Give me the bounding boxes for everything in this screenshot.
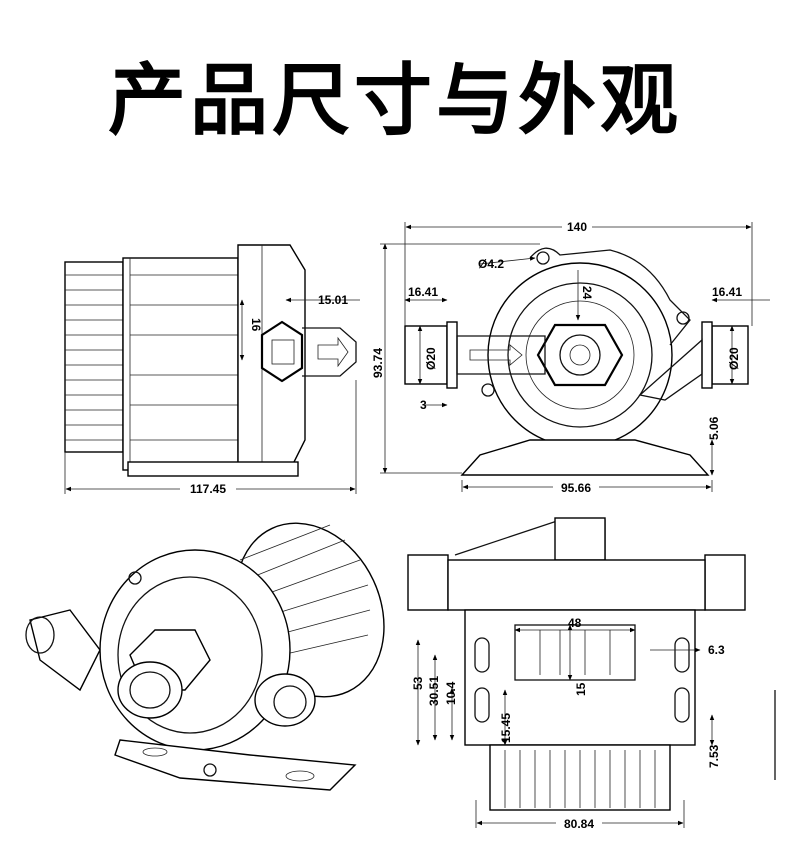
front-view: 140 Ø4.2 16.41 16.41 93.74 Ø20 Ø20 3 24 … xyxy=(371,219,770,495)
bottom-right-pipe xyxy=(704,554,746,611)
offset-dim: 3 xyxy=(420,398,427,412)
volute-outer xyxy=(487,262,673,448)
page-title: 产品尺寸与外观 xyxy=(107,56,682,146)
slot-height-dim: 15 xyxy=(574,682,588,696)
slot-hole xyxy=(474,637,490,673)
side-width-dim: 117.45 xyxy=(190,482,226,496)
left-pipe xyxy=(404,325,448,385)
bottom-base-width-dim: 80.84 xyxy=(564,817,594,831)
right-pipe-dia-dim: Ø20 xyxy=(727,347,741,370)
hole-spacing-dim: 30.51 xyxy=(427,676,441,706)
base-width-dim: 95.66 xyxy=(561,481,591,495)
plate-height-dim: 53 xyxy=(411,676,425,690)
hex-nut xyxy=(260,320,304,383)
height-dim: 93.74 xyxy=(371,348,385,378)
mount-hole xyxy=(536,251,550,265)
isometric-view xyxy=(25,522,385,791)
hole-gap-dim: 10.4 xyxy=(444,681,458,705)
pump-housing xyxy=(237,244,306,471)
hex-center xyxy=(536,323,624,387)
outlet-pipe xyxy=(302,327,357,377)
flange-width-dim: 15.01 xyxy=(318,293,348,307)
iso-outlet xyxy=(254,673,316,727)
end-cap xyxy=(64,261,124,453)
side-view: 117.45 15.01 16 xyxy=(64,244,360,496)
motor-body xyxy=(122,257,239,471)
iso-base xyxy=(114,739,357,791)
right-inlet-dim: 16.41 xyxy=(712,285,742,299)
bottom-left-pipe xyxy=(407,554,449,611)
lower-gap-dim: 15.45 xyxy=(499,713,513,743)
base-height-dim: 5.06 xyxy=(707,416,721,440)
center-dim: 24 xyxy=(580,286,594,300)
front-base xyxy=(460,439,710,476)
hole-dia-dim-bottom: 6.3 xyxy=(708,643,725,657)
mount-slot xyxy=(514,624,636,681)
left-pipe-dia-dim: Ø20 xyxy=(424,347,438,370)
base-foot xyxy=(127,461,299,477)
edge-dim: 7.53 xyxy=(707,744,721,768)
overall-width-dim: 140 xyxy=(567,220,587,234)
left-inlet-dim: 16.41 xyxy=(408,285,438,299)
iso-inlet xyxy=(29,609,101,692)
hole-dia-dim: Ø4.2 xyxy=(478,257,504,271)
bottom-view: 48 15 6.3 53 30.51 10.4 15.45 7.53 80.84 xyxy=(407,517,746,831)
flange-height-dim: 16 xyxy=(249,318,263,332)
